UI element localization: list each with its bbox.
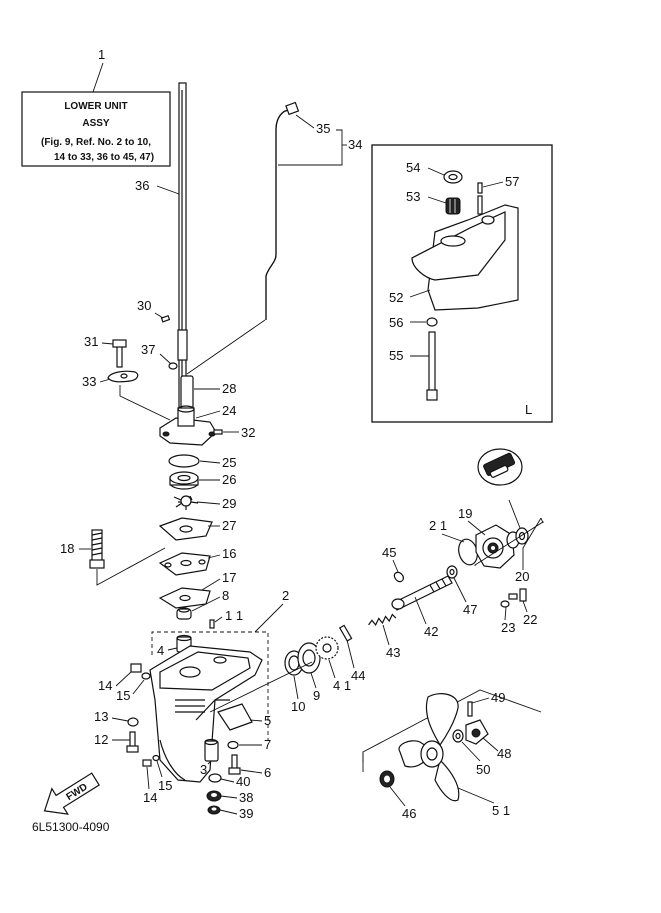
callout-16: 16	[222, 546, 236, 561]
callout-35: 35	[316, 121, 330, 136]
callout-23: 23	[501, 620, 515, 635]
assembly-callout: 1 LOWER UNIT ASSY (Fig. 9, Ref. No. 2 to…	[21, 47, 171, 167]
callout-32: 32	[241, 425, 255, 440]
assy-line-4: 14 to 33, 36 to 45, 47)	[54, 152, 154, 163]
callout-52: 52	[389, 290, 403, 305]
callout-21: 2 1	[429, 518, 447, 533]
callout-20: 20	[515, 569, 529, 584]
callout-22: 22	[523, 612, 537, 627]
callout-1: 1	[98, 47, 105, 62]
assy-line-2: ASSY	[82, 118, 110, 129]
callout-14b: 14	[143, 790, 157, 805]
callout-49: 49	[491, 690, 505, 705]
callout-31: 31	[84, 334, 98, 349]
callout-39: 39	[239, 806, 253, 821]
callout-47: 47	[463, 602, 477, 617]
callout-33: 33	[82, 374, 96, 389]
shaft-group	[284, 571, 453, 676]
callout-46: 46	[402, 806, 416, 821]
callout-6: 6	[264, 765, 271, 780]
callout-12: 12	[94, 732, 108, 747]
impeller	[173, 495, 199, 510]
inset-letter: L	[525, 402, 532, 417]
fwd-arrow-icon: FWD	[43, 772, 100, 815]
callout-18: 18	[60, 541, 74, 556]
assy-box	[21, 91, 171, 167]
bearing-housing	[475, 524, 515, 569]
callout-40: 40	[236, 774, 250, 789]
callout-14a: 14	[98, 678, 112, 693]
callout-9: 9	[313, 688, 320, 703]
callout-15a: 15	[116, 688, 130, 703]
oil-seals	[506, 527, 529, 549]
assy-line-3: (Fig. 9, Ref. No. 2 to 10,	[41, 137, 151, 148]
callout-2: 2	[282, 588, 289, 603]
callout-37: 37	[141, 342, 155, 357]
drawing-number: 6L51300-4090	[32, 820, 110, 834]
callout-29: 29	[222, 496, 236, 511]
callout-34: 34	[348, 137, 362, 152]
callout-55: 55	[389, 348, 403, 363]
callout-56: 56	[389, 315, 403, 330]
callout-53: 53	[406, 189, 420, 204]
callout-5: 5	[264, 713, 271, 728]
callout-48: 48	[497, 746, 511, 761]
trim-screw	[89, 529, 105, 569]
drive-shaft	[177, 82, 188, 414]
callout-17: 17	[222, 570, 236, 585]
water-tube	[265, 101, 300, 320]
callout-50: 50	[476, 762, 490, 777]
grease-tube-icon	[477, 448, 523, 486]
callout-26: 26	[222, 472, 236, 487]
callout-25: 25	[222, 455, 236, 470]
callout-7: 7	[264, 737, 271, 752]
callout-8: 8	[222, 588, 229, 603]
callout-11: 1 1	[225, 608, 243, 623]
callout-51: 5 1	[492, 803, 510, 818]
callout-42: 42	[424, 624, 438, 639]
callout-13: 13	[94, 709, 108, 724]
callout-36: 36	[135, 178, 149, 193]
callout-10: 10	[291, 699, 305, 714]
assy-line-1: LOWER UNIT	[64, 101, 127, 112]
callout-57: 57	[505, 174, 519, 189]
lower-case	[149, 645, 263, 783]
callout-4: 4	[157, 643, 164, 658]
callout-3: 3	[200, 762, 207, 777]
callout-41: 4 1	[333, 678, 351, 693]
callout-45: 45	[382, 545, 396, 560]
callout-43: 43	[386, 645, 400, 660]
callout-30: 30	[137, 298, 151, 313]
callout-15b: 15	[158, 778, 172, 793]
callout-28: 28	[222, 381, 236, 396]
callout-44: 44	[351, 668, 365, 683]
callout-38: 38	[239, 790, 253, 805]
callout-54: 54	[406, 160, 420, 175]
inset-box: L	[371, 144, 553, 423]
callout-24: 24	[222, 403, 236, 418]
callout-19: 19	[458, 506, 472, 521]
pump-housing	[159, 405, 217, 446]
callout-27: 27	[222, 518, 236, 533]
propeller	[398, 693, 460, 802]
